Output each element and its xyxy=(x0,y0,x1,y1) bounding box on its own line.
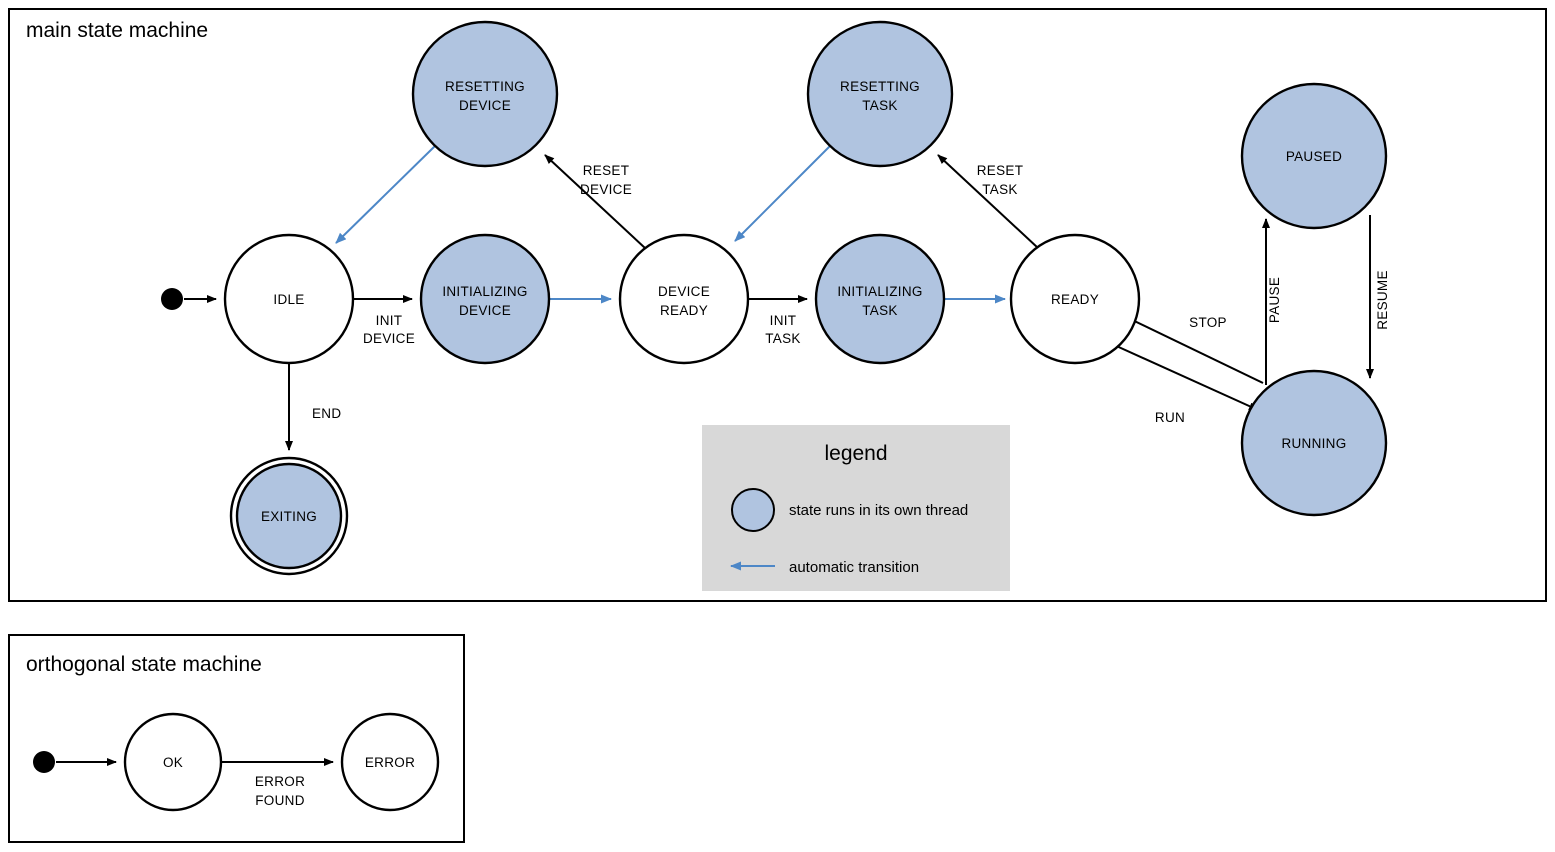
transition-ready-run: RUN xyxy=(1111,343,1259,425)
transition-ready-reset-task: RESET TASK xyxy=(937,154,1039,249)
state-node-initializing-device[interactable]: INITIALIZING DEVICE xyxy=(419,233,551,365)
edge-label-reset-device-line2: DEVICE xyxy=(580,182,632,197)
edge-label-pause: PAUSE xyxy=(1267,277,1282,323)
orthogonal-frame-title: orthogonal state machine xyxy=(26,653,262,676)
edge-label-init-task-line1: INIT xyxy=(770,313,797,328)
state-label-resetting-device-line2: DEVICE xyxy=(459,98,511,113)
state-label-initializing-device-line1: INITIALIZING xyxy=(442,284,527,299)
state-label-device-ready-line2: READY xyxy=(660,303,708,318)
state-node-resetting-task[interactable]: RESETTING TASK xyxy=(806,20,954,168)
orthogonal-state-machine-region: orthogonal state machine ERROR FOUND OK … xyxy=(8,634,465,843)
state-label-initializing-device-line2: DEVICE xyxy=(459,303,511,318)
orthogonal-frame-border xyxy=(8,634,465,843)
legend-auto-transition-text: automatic transition xyxy=(789,559,919,576)
state-node-initializing-task[interactable]: INITIALIZING TASK xyxy=(814,233,946,365)
state-label-error: ERROR xyxy=(365,755,415,770)
state-node-ok[interactable]: OK xyxy=(123,712,223,812)
state-node-resetting-device[interactable]: RESETTING DEVICE xyxy=(411,20,559,168)
state-label-running: RUNNING xyxy=(1281,436,1346,451)
transition-resetting-task-auto xyxy=(734,145,831,242)
main-frame-title: main state machine xyxy=(26,19,208,42)
transition-device-ready-init-task: INIT TASK xyxy=(748,295,808,346)
edge-label-stop: STOP xyxy=(1189,315,1227,330)
edge-label-run: RUN xyxy=(1155,410,1185,425)
transition-resetting-device-auto xyxy=(335,145,436,244)
state-label-resetting-task-line1: RESETTING xyxy=(840,79,920,94)
legend-thread-state-swatch-icon xyxy=(731,488,775,532)
state-label-device-ready-line1: DEVICE xyxy=(658,284,710,299)
state-label-ready: READY xyxy=(1051,292,1099,307)
state-label-idle: IDLE xyxy=(273,292,304,307)
state-node-ready[interactable]: READY xyxy=(1009,233,1141,365)
edge-label-reset-device-line1: RESET xyxy=(583,163,630,178)
edge-label-init-device-line1: INIT xyxy=(376,313,403,328)
state-label-initializing-task-line1: INITIALIZING xyxy=(837,284,922,299)
transition-running-stop: STOP xyxy=(1123,315,1264,384)
state-node-exiting[interactable]: EXITING xyxy=(229,456,349,576)
state-label-paused: PAUSED xyxy=(1286,149,1342,164)
transition-idle-init-device: INIT DEVICE xyxy=(353,295,415,346)
state-node-device-ready[interactable]: DEVICE READY xyxy=(618,233,750,365)
state-label-resetting-device-line1: RESETTING xyxy=(445,79,525,94)
legend-title: legend xyxy=(824,442,887,465)
transition-idle-end: END xyxy=(285,363,341,451)
state-node-running[interactable]: RUNNING xyxy=(1240,369,1388,517)
main-initial-pseudostate[interactable] xyxy=(161,288,183,310)
state-label-initializing-task-line2: TASK xyxy=(862,303,897,318)
main-frame-border xyxy=(8,8,1547,602)
transition-running-pause: PAUSE xyxy=(1262,218,1282,385)
orthogonal-initial-pseudostate[interactable] xyxy=(33,751,55,773)
state-node-idle[interactable]: IDLE xyxy=(223,233,355,365)
edge-label-resume: RESUME xyxy=(1375,270,1390,330)
edge-label-error-found-line2: FOUND xyxy=(255,793,305,808)
legend-thread-state-text: state runs in its own thread xyxy=(789,502,968,519)
transition-ok-error-found: ERROR FOUND xyxy=(221,758,334,808)
state-node-paused[interactable]: PAUSED xyxy=(1240,82,1388,230)
state-node-error[interactable]: ERROR xyxy=(340,712,440,812)
edge-label-reset-task-line2: TASK xyxy=(982,182,1017,197)
edge-label-end: END xyxy=(312,406,341,421)
state-label-resetting-task-line2: TASK xyxy=(862,98,897,113)
state-label-exiting: EXITING xyxy=(261,509,317,524)
state-label-ok: OK xyxy=(163,755,183,770)
transition-device-ready-reset-device: RESET DEVICE xyxy=(544,154,646,249)
edge-label-init-task-line2: TASK xyxy=(765,331,800,346)
edge-label-init-device-line2: DEVICE xyxy=(363,331,415,346)
transition-paused-resume: RESUME xyxy=(1366,215,1390,379)
edge-label-reset-task-line1: RESET xyxy=(977,163,1024,178)
main-state-machine-region: main state machine INIT DEVICE INIT TASK xyxy=(8,8,1547,602)
edge-label-error-found-line1: ERROR xyxy=(255,774,305,789)
legend: legend state runs in its own thread auto… xyxy=(702,425,1010,591)
